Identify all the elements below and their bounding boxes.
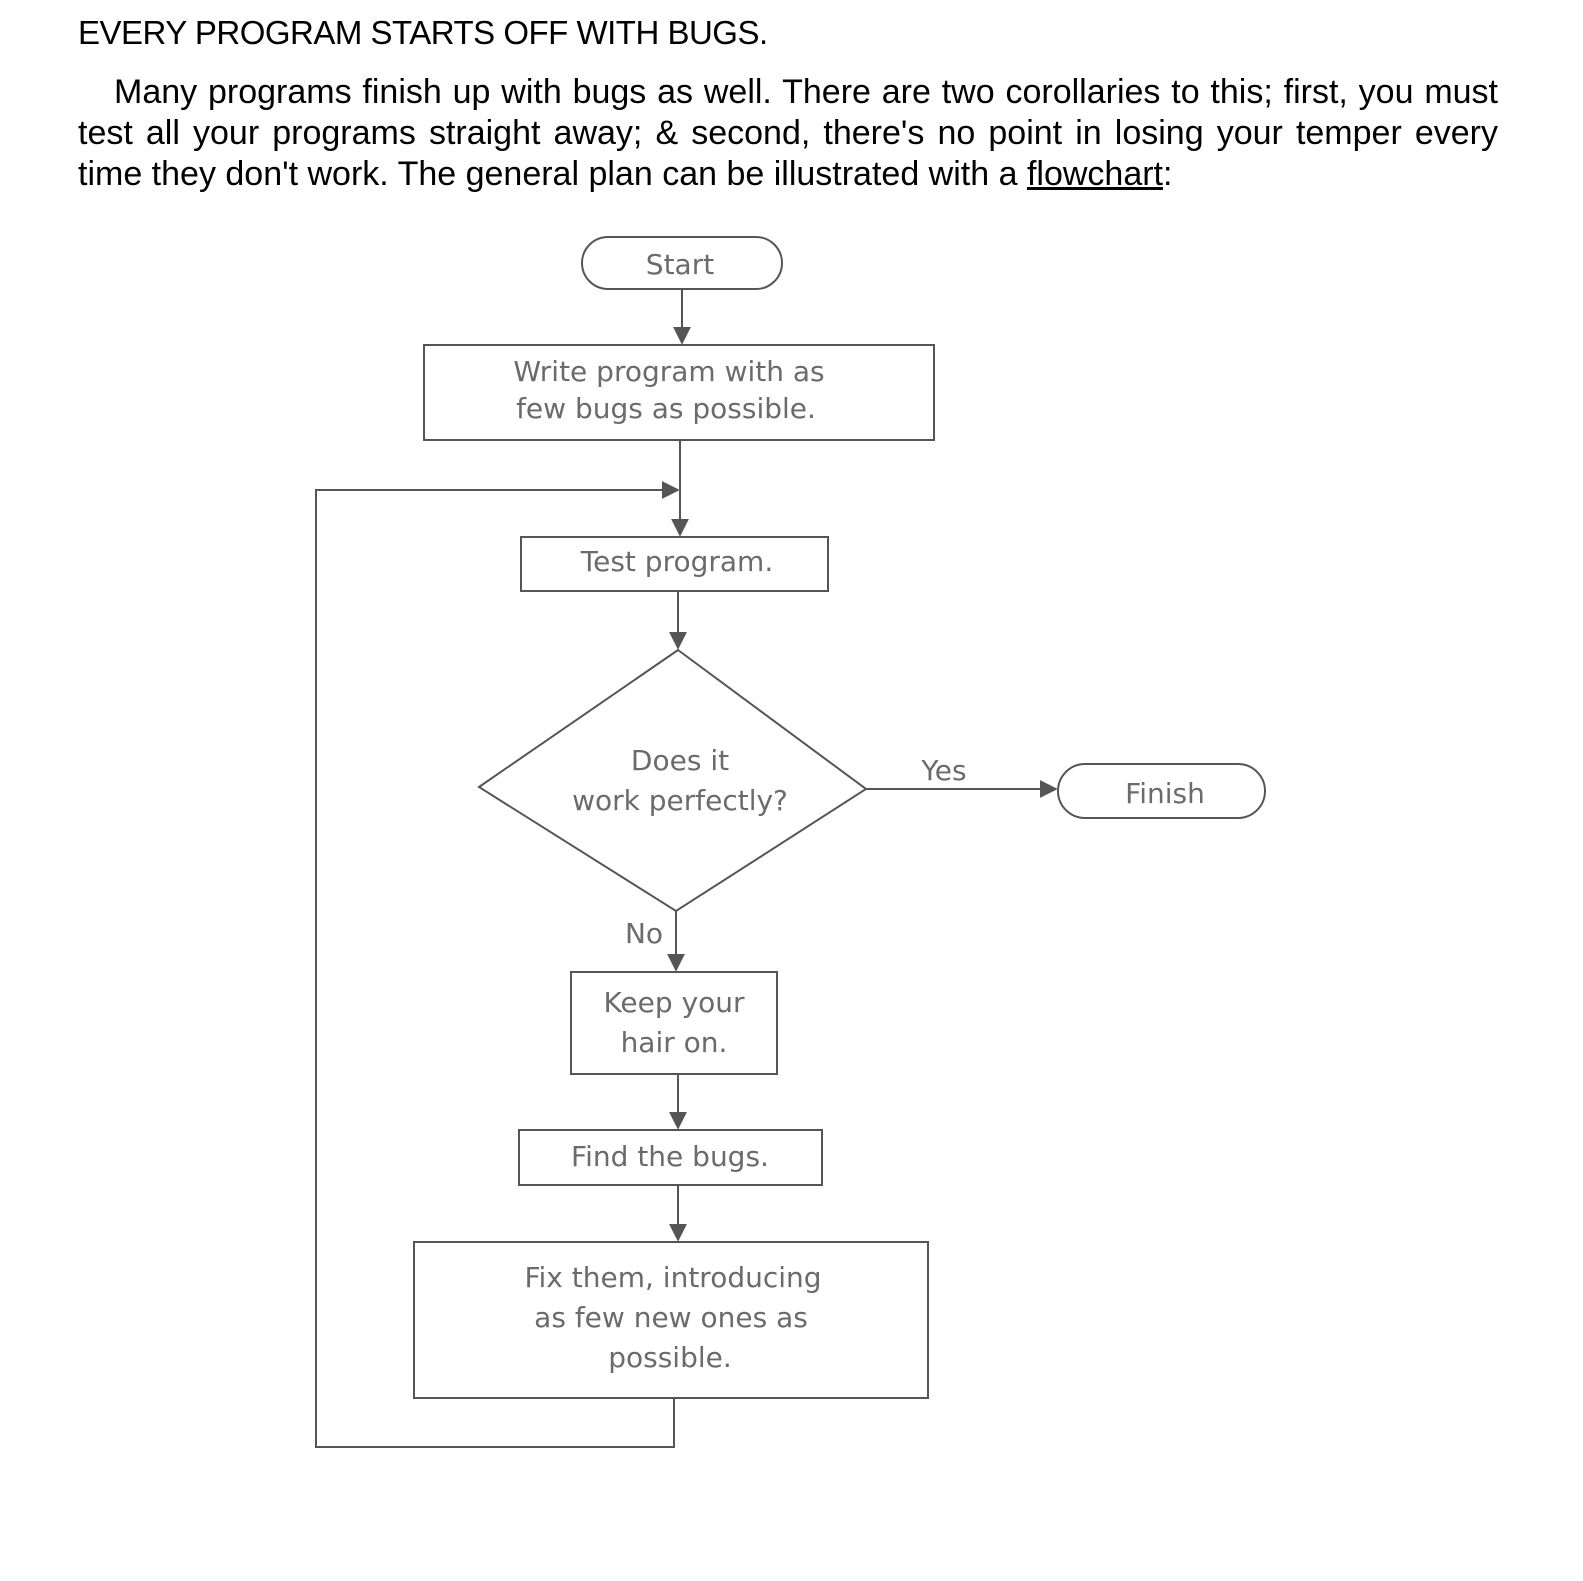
keep-label-line-1: Keep your — [603, 986, 745, 1019]
keep-label-line-2: hair on. — [621, 1026, 728, 1059]
find-label: Find the bugs. — [571, 1140, 769, 1173]
intro-text: Many programs finish up with bugs as wel… — [78, 73, 1498, 193]
write-label-line-2: few bugs as possible. — [516, 392, 816, 425]
fix-label-line-1: Fix them, introducing — [524, 1261, 821, 1294]
fix-label-line-3: possible. — [608, 1341, 732, 1374]
decision-node — [477, 648, 868, 913]
edge-loop-back — [315, 481, 680, 1448]
decision-label-line-2: work perfectly? — [572, 784, 788, 817]
no-label: No — [625, 917, 663, 950]
test-node — [520, 536, 829, 592]
fix-node — [413, 1241, 929, 1399]
yes-label: Yes — [920, 754, 966, 787]
finish-label: Finish — [1125, 777, 1205, 810]
intro-colon: : — [1163, 155, 1173, 193]
page-heading: EVERY PROGRAM STARTS OFF WITH BUGS. — [78, 14, 768, 51]
write-label-line-1: Write program with as — [513, 355, 824, 388]
find-node — [518, 1129, 823, 1186]
test-label: Test program. — [580, 545, 773, 578]
finish-node — [1057, 763, 1266, 819]
keep-node — [570, 971, 778, 1075]
intro-paragraph: Many programs finish up with bugs as wel… — [78, 72, 1498, 195]
decision-label-line-1: Does it — [631, 744, 729, 777]
start-label: Start — [646, 248, 714, 281]
fix-label-line-2: as few new ones as — [534, 1301, 808, 1334]
flowchart-link[interactable]: flowchart — [1026, 155, 1164, 193]
